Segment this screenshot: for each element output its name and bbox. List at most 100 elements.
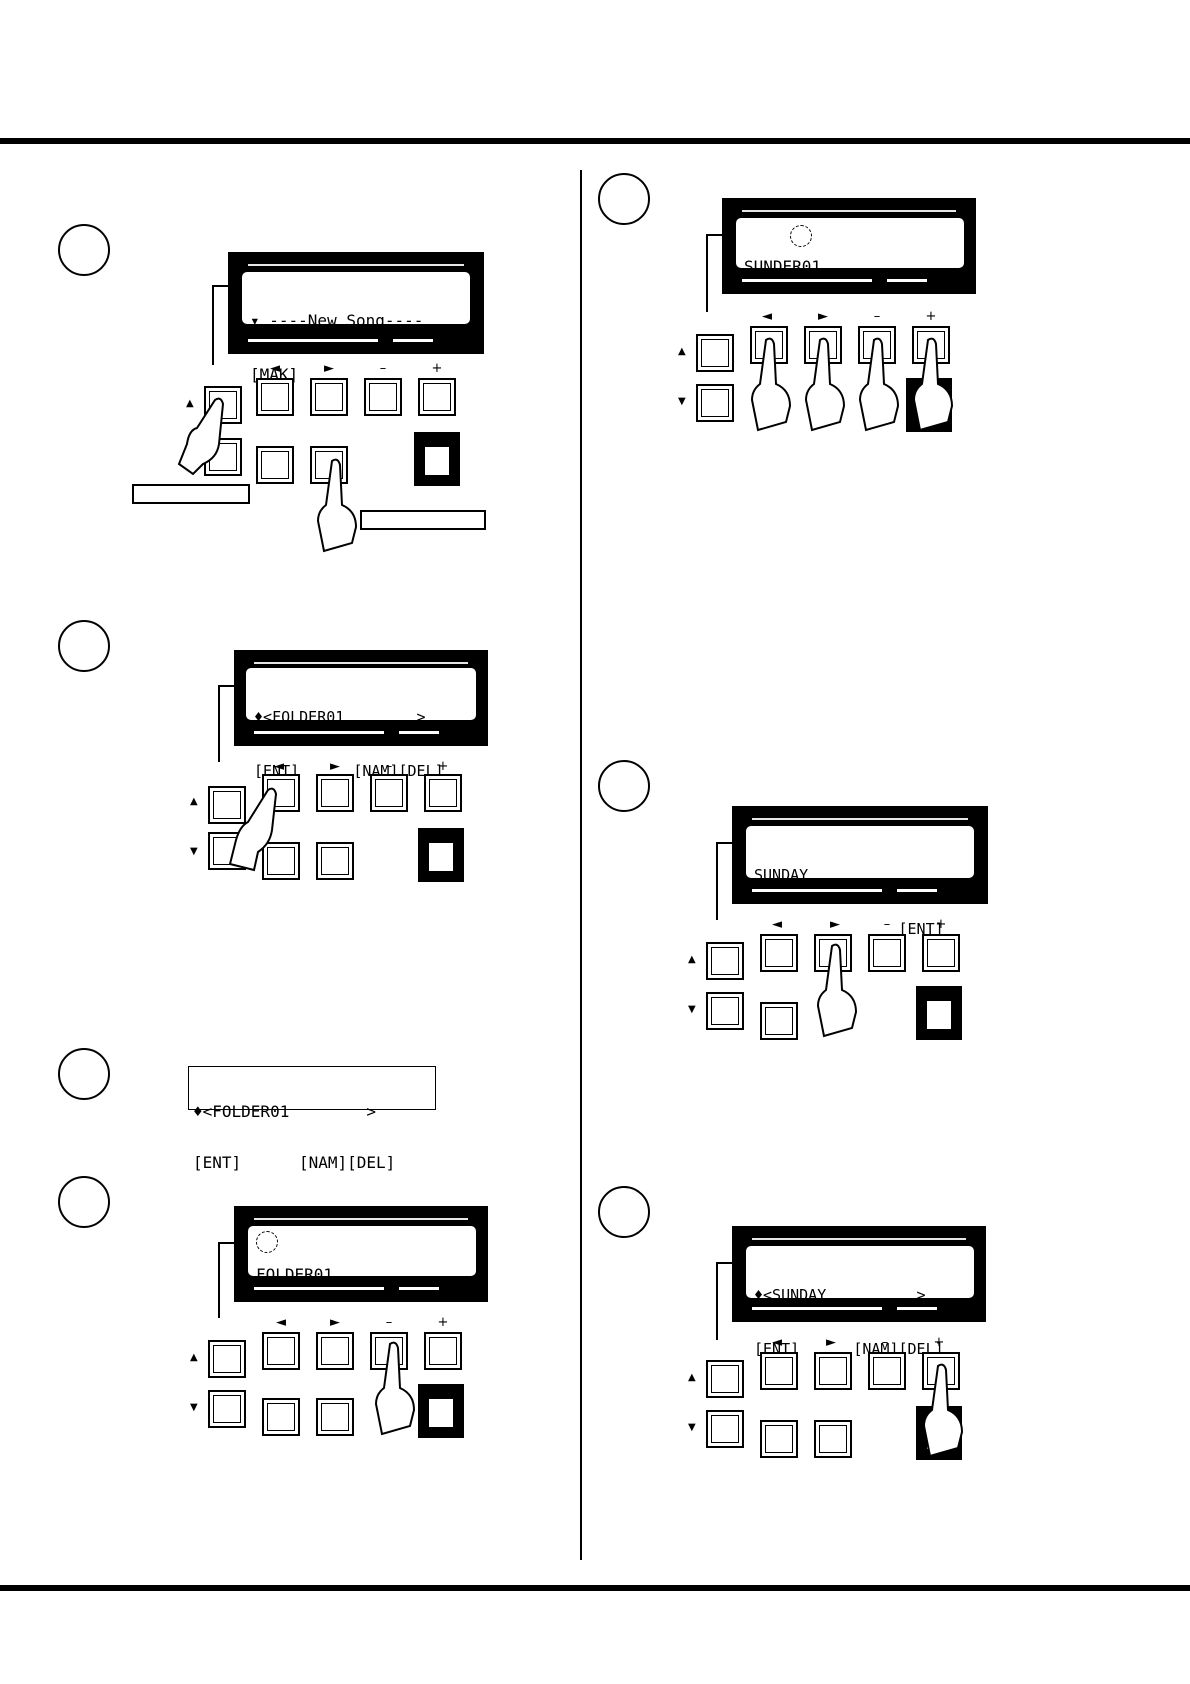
plus-button[interactable]	[922, 934, 960, 972]
lcd-screen-step1: ▾ ----New Song---- [MAK]	[242, 272, 470, 384]
button-lower-1[interactable]	[262, 1398, 300, 1436]
right-arrow-label: ►	[330, 1315, 340, 1330]
button-lower-1[interactable]	[760, 1002, 798, 1040]
pointing-hand-icon	[804, 337, 846, 432]
lcd-cable	[218, 1242, 236, 1318]
minus-button[interactable]	[364, 378, 402, 416]
step-circle-7	[598, 1186, 650, 1238]
down-button[interactable]	[706, 992, 744, 1030]
minus-button[interactable]	[370, 774, 408, 812]
right-button[interactable]	[814, 1352, 852, 1390]
pointing-hand-icon	[816, 943, 858, 1038]
left-arrow-label: ◄	[270, 361, 280, 376]
step-circle-4	[58, 1176, 110, 1228]
top-rule	[0, 138, 1190, 144]
right-button[interactable]	[310, 378, 348, 416]
button-lower-2[interactable]	[316, 1398, 354, 1436]
lcd-screen-step2: ♦<FOLDER01 > [ENT] [NAM][DEL]	[246, 668, 476, 780]
right-button[interactable]	[316, 774, 354, 812]
up-arrow-icon: ▲	[190, 1352, 198, 1363]
lcd-line2: [ENT]	[754, 920, 944, 938]
lcd-frame-step1: ▾ ----New Song---- [MAK]	[228, 252, 484, 384]
minus-label: –	[883, 917, 891, 932]
up-button[interactable]	[208, 786, 246, 824]
blinking-cursor-icon	[256, 1231, 278, 1253]
up-arrow-icon: ▲	[678, 346, 686, 357]
button-lower-1[interactable]	[760, 1420, 798, 1458]
up-button[interactable]	[696, 334, 734, 372]
plus-label: +	[925, 309, 937, 324]
right-button[interactable]	[316, 1332, 354, 1370]
left-arrow-label: ◄	[274, 759, 284, 774]
minus-button[interactable]	[868, 1352, 906, 1390]
pointing-hand-icon	[858, 337, 900, 432]
lcd-screen-step5: SUNDER01␣␣␣␣␣␣␣␣	[736, 218, 964, 276]
pointing-hand-icon	[177, 397, 225, 476]
down-button[interactable]	[706, 1410, 744, 1448]
exit-button[interactable]	[414, 432, 460, 486]
exit-button[interactable]	[916, 986, 962, 1040]
minus-label: –	[385, 1315, 393, 1330]
up-arrow-icon: ▲	[186, 398, 194, 409]
left-arrow-label: ◄	[772, 917, 782, 932]
right-arrow-label: ►	[830, 917, 840, 932]
lcd-line1: SUNDER01␣␣␣␣␣␣␣␣	[744, 257, 899, 276]
down-button[interactable]	[208, 1390, 246, 1428]
plus-button[interactable]	[418, 378, 456, 416]
button-lower-2[interactable]	[316, 842, 354, 880]
callout-label-right	[360, 510, 486, 530]
up-button[interactable]	[706, 1360, 744, 1398]
lcd-frame-step7: ♦<SUNDAY > [ENT] [NAM][DEL]	[732, 1226, 986, 1358]
up-button[interactable]	[706, 942, 744, 980]
lcd-line1: ♦<FOLDER01 >	[193, 1102, 377, 1121]
down-arrow-icon: ▼	[678, 396, 686, 407]
exit-button[interactable]	[418, 1384, 464, 1438]
minus-button[interactable]	[868, 934, 906, 972]
exit-button[interactable]	[418, 828, 464, 882]
pointing-hand-icon	[228, 787, 278, 872]
down-arrow-icon: ▼	[190, 846, 198, 857]
lcd-screen-step6: SUNDAY␣␣␣␣␣␣␣␣␣␣ [ENT]	[746, 826, 974, 938]
left-button[interactable]	[760, 934, 798, 972]
up-button[interactable]	[208, 1340, 246, 1378]
left-button[interactable]	[760, 1352, 798, 1390]
down-button[interactable]	[696, 384, 734, 422]
lcd-line2: [ENT] [NAM][DEL]	[193, 1153, 396, 1172]
up-arrow-icon: ▲	[688, 1372, 696, 1383]
right-arrow-label: ►	[330, 759, 340, 774]
lcd-screen-step7: ♦<SUNDAY > [ENT] [NAM][DEL]	[746, 1246, 974, 1358]
up-arrow-icon: ▲	[688, 954, 696, 965]
lcd-cable	[218, 685, 236, 762]
plus-label: +	[437, 759, 449, 774]
pointing-hand-icon	[316, 458, 358, 553]
button-lower-2[interactable]	[814, 1420, 852, 1458]
plus-label: +	[437, 1315, 449, 1330]
minus-label: –	[881, 1335, 889, 1350]
callout-label-left	[132, 484, 250, 504]
minus-label: –	[385, 759, 393, 774]
left-button[interactable]	[256, 378, 294, 416]
up-arrow-icon: ▲	[190, 796, 198, 807]
left-button[interactable]	[262, 1332, 300, 1370]
down-arrow-icon: ▼	[190, 1402, 198, 1413]
plus-label: +	[935, 917, 947, 932]
lcd-line1: SUNDAY␣␣␣␣␣␣␣␣␣␣	[754, 866, 899, 884]
pointing-hand-icon	[374, 1341, 416, 1436]
lcd-screen-step4: FOLDER01␣␣␣␣␣␣␣␣	[248, 1226, 476, 1284]
plus-button[interactable]	[424, 1332, 462, 1370]
lcd-line1: ♦<SUNDAY >	[754, 1286, 926, 1304]
step-circle-6	[598, 760, 650, 812]
blinking-cursor-icon	[790, 225, 812, 247]
right-arrow-label: ►	[324, 361, 334, 376]
lcd-cable	[716, 842, 734, 920]
lcd-display-step3: ♦<FOLDER01 > [ENT] [NAM][DEL]	[188, 1066, 436, 1171]
step-circle-3	[58, 1048, 110, 1100]
step-circle-1	[58, 224, 110, 276]
plus-label: +	[933, 1335, 945, 1350]
button-lower-1[interactable]	[262, 842, 300, 880]
minus-label: –	[379, 361, 387, 376]
plus-button[interactable]	[424, 774, 462, 812]
lcd-frame-step5: SUNDER01␣␣␣␣␣␣␣␣	[722, 198, 976, 294]
button-lower-1[interactable]	[256, 446, 294, 484]
column-divider	[580, 170, 582, 1560]
